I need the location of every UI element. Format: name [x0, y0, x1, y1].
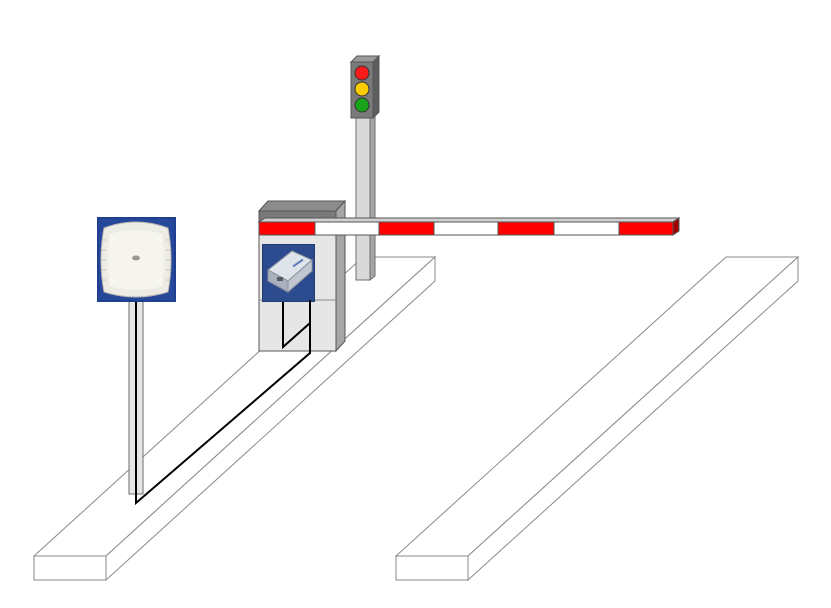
boom-segment-red — [258, 221, 316, 236]
traffic-light-pole — [355, 106, 376, 282]
traffic-light-icon — [349, 54, 381, 120]
right-curb — [394, 255, 800, 582]
rfid-controller-icon — [262, 244, 315, 302]
boom-segment-red — [497, 221, 555, 236]
boom-segment-white — [433, 221, 499, 236]
cable — [135, 300, 311, 506]
boom-segment-red — [378, 221, 435, 236]
yellow-light — [354, 81, 370, 97]
boom-barrier-icon — [257, 217, 681, 236]
rfid-antenna-icon — [97, 217, 176, 302]
green-light — [354, 97, 370, 113]
boom-segment-red — [618, 221, 674, 236]
boom-segment-white — [314, 221, 380, 236]
red-light — [354, 65, 370, 81]
boom-segment-white — [553, 221, 620, 236]
